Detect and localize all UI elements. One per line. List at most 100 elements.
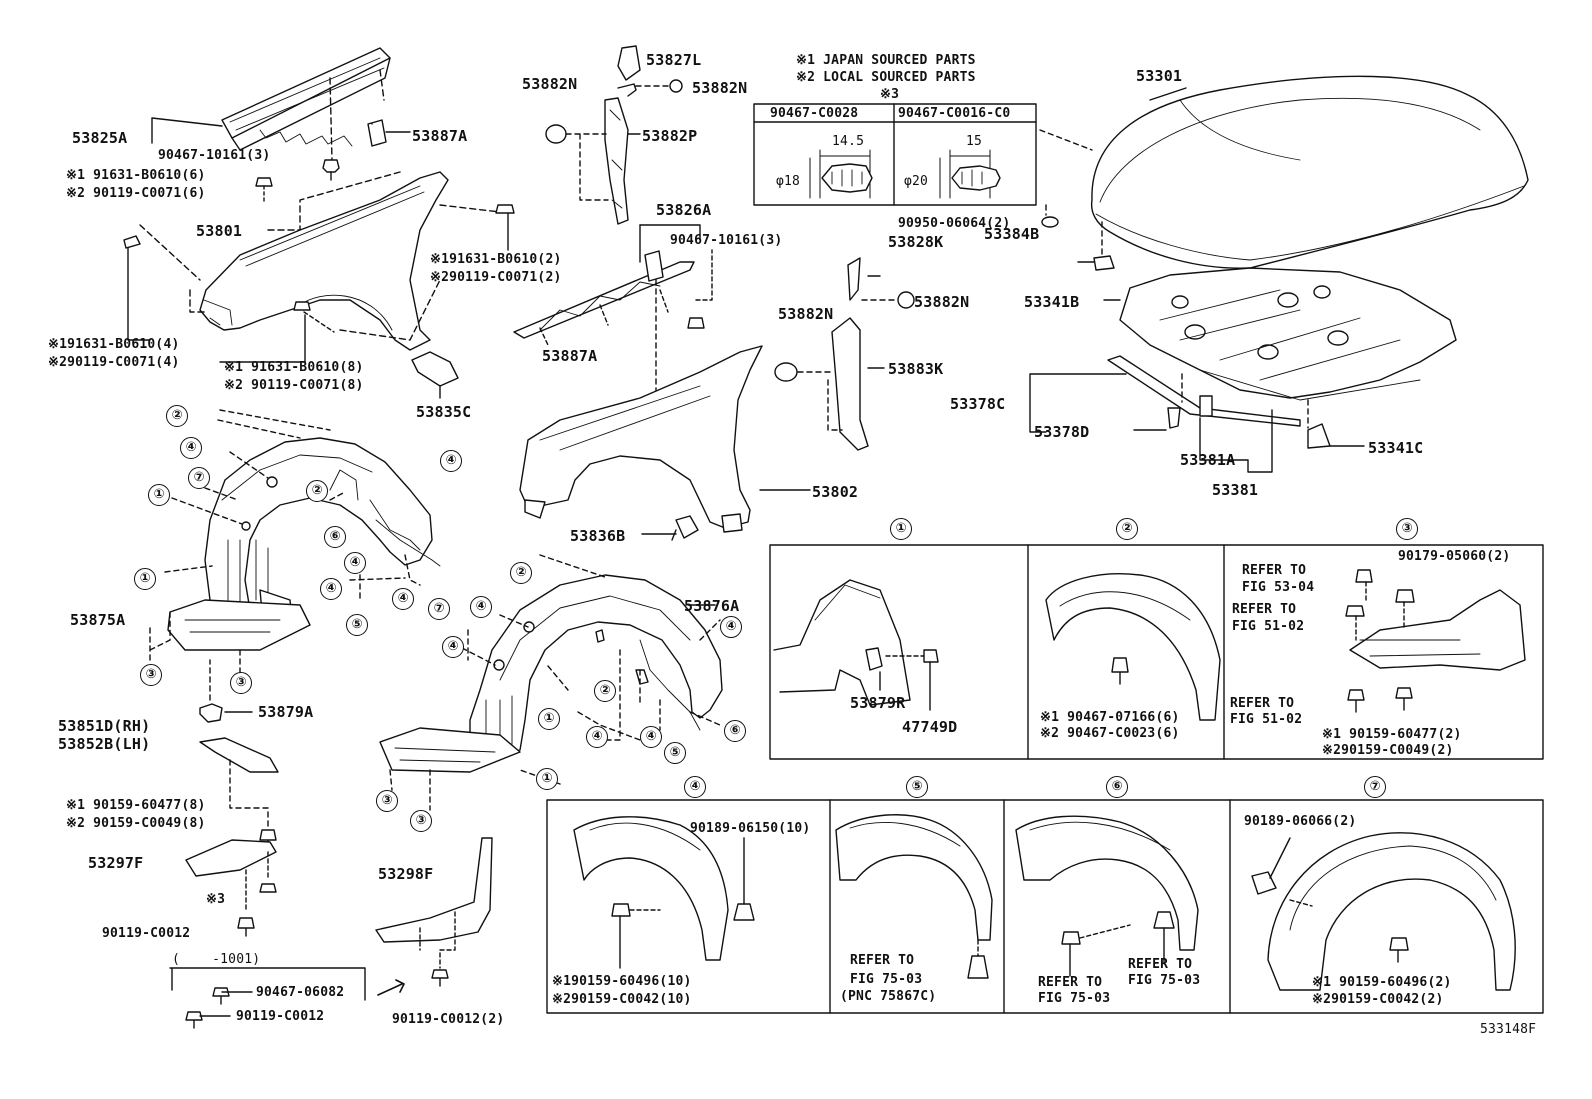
detail-2-90467-07166[interactable]: ※1 90467-07166(6) bbox=[1040, 710, 1180, 725]
callout-7[interactable]: ⑦ bbox=[188, 467, 210, 489]
callout-6[interactable]: ⑥ bbox=[724, 720, 746, 742]
callout-3[interactable]: ③ bbox=[140, 664, 162, 686]
callout-3[interactable]: ③ bbox=[230, 672, 252, 694]
label-90119-c0071-6[interactable]: ※2 90119-C0071(6) bbox=[66, 186, 206, 201]
label-90467-10161-b[interactable]: 90467-10161(3) bbox=[670, 233, 783, 248]
detail-7-90159-60496[interactable]: ※1 90159-60496(2) bbox=[1312, 975, 1452, 990]
callout-2[interactable]: ② bbox=[306, 480, 328, 502]
label-53882n-d[interactable]: 53882N bbox=[914, 293, 970, 311]
callout-4[interactable]: ④ bbox=[470, 596, 492, 618]
callout-1[interactable]: ① bbox=[148, 484, 170, 506]
callout-3[interactable]: ③ bbox=[410, 810, 432, 832]
callout-1[interactable]: ① bbox=[536, 768, 558, 790]
detail-7-90189-06066[interactable]: 90189-06066(2) bbox=[1244, 814, 1357, 829]
label-90159-c0049-8[interactable]: ※2 90159-C0049(8) bbox=[66, 816, 206, 831]
label-53879a[interactable]: 53879A bbox=[258, 703, 314, 721]
label-53851d[interactable]: 53851D(RH) bbox=[58, 717, 151, 735]
label-53341c[interactable]: 53341C bbox=[1368, 439, 1424, 457]
label-53381[interactable]: 53381 bbox=[1212, 481, 1259, 499]
detail-3-refer-1b[interactable]: FIG 53-04 bbox=[1242, 580, 1315, 595]
detail-1-47749d[interactable]: 47749D bbox=[902, 718, 958, 736]
label-53378c[interactable]: 53378C bbox=[950, 395, 1006, 413]
label-90159-60477-8[interactable]: ※1 90159-60477(8) bbox=[66, 798, 206, 813]
label-53882n-a[interactable]: 53882N bbox=[522, 75, 578, 93]
label-53378d[interactable]: 53378D bbox=[1034, 423, 1090, 441]
callout-2[interactable]: ② bbox=[510, 562, 532, 584]
label-53826a[interactable]: 53826A bbox=[656, 201, 712, 219]
callout-1[interactable]: ① bbox=[538, 708, 560, 730]
detail-7-90159-c0042[interactable]: ※290159-C0042(2) bbox=[1312, 992, 1444, 1007]
callout-5[interactable]: ⑤ bbox=[664, 742, 686, 764]
detail-4-90189-06150[interactable]: 90189-06150(10) bbox=[690, 821, 811, 836]
label-53301[interactable]: 53301 bbox=[1136, 67, 1183, 85]
detail-3-90159-60477[interactable]: ※1 90159-60477(2) bbox=[1322, 727, 1462, 742]
label-91631-b0610-6[interactable]: ※1 91631-B0610(6) bbox=[66, 168, 206, 183]
label-53836b[interactable]: 53836B bbox=[570, 527, 626, 545]
detail-2-90467-c0023[interactable]: ※2 90467-C0023(6) bbox=[1040, 726, 1180, 741]
label-53802[interactable]: 53802 bbox=[812, 483, 859, 501]
fender-53801 bbox=[199, 171, 449, 351]
label-53882n-c[interactable]: 53882N bbox=[778, 305, 834, 323]
plug-90950-06064 bbox=[1041, 216, 1059, 228]
detail-3-refer-2b[interactable]: FIG 51-02 bbox=[1232, 619, 1305, 634]
label-53883k[interactable]: 53883K bbox=[888, 360, 944, 378]
label-90467-06082[interactable]: 90467-06082 bbox=[256, 985, 345, 1000]
label-53875a[interactable]: 53875A bbox=[70, 611, 126, 629]
label-53852b[interactable]: 53852B(LH) bbox=[58, 735, 151, 753]
callout-5[interactable]: ⑤ bbox=[346, 614, 368, 636]
label-53384b[interactable]: 53384B bbox=[984, 225, 1040, 243]
callout-2[interactable]: ② bbox=[594, 680, 616, 702]
label-53801[interactable]: 53801 bbox=[196, 222, 243, 240]
callout-6[interactable]: ⑥ bbox=[324, 526, 346, 548]
label-90119-c0071-4[interactable]: ※290119-C0071(4) bbox=[48, 355, 180, 370]
label-53876a[interactable]: 53876A bbox=[684, 597, 740, 615]
label-91631-b0610-8[interactable]: ※1 91631-B0610(8) bbox=[224, 360, 364, 375]
detail-3-refer-3b[interactable]: FIG 51-02 bbox=[1230, 712, 1303, 727]
callout-1[interactable]: ① bbox=[134, 568, 156, 590]
callout-4[interactable]: ④ bbox=[586, 726, 608, 748]
detail-5-fig[interactable]: FIG 75-03 bbox=[850, 972, 923, 987]
callout-4[interactable]: ④ bbox=[344, 552, 366, 574]
detail-3-90179-05060[interactable]: 90179-05060(2) bbox=[1398, 549, 1511, 564]
detail-6-fig-a[interactable]: FIG 75-03 bbox=[1128, 973, 1201, 988]
callout-4[interactable]: ④ bbox=[720, 616, 742, 638]
label-53381a[interactable]: 53381A bbox=[1180, 451, 1236, 469]
callout-4[interactable]: ④ bbox=[640, 726, 662, 748]
cushion-53384b bbox=[1093, 255, 1115, 271]
callout-4[interactable]: ④ bbox=[320, 578, 342, 600]
label-91631-b0610-2[interactable]: ※191631-B0610(2) bbox=[430, 252, 562, 267]
callout-4[interactable]: ④ bbox=[180, 437, 202, 459]
label-53297f[interactable]: 53297F bbox=[88, 854, 144, 872]
label-91631-b0610-4[interactable]: ※191631-B0610(4) bbox=[48, 337, 180, 352]
label-53835c[interactable]: 53835C bbox=[416, 403, 472, 421]
callout-4[interactable]: ④ bbox=[442, 636, 464, 658]
label-90119-c0071-2[interactable]: ※290119-C0071(2) bbox=[430, 270, 562, 285]
label-90119-c0071-8[interactable]: ※2 90119-C0071(8) bbox=[224, 378, 364, 393]
clip-table-col1: 90467-C0028 bbox=[770, 106, 859, 121]
label-53882p[interactable]: 53882P bbox=[642, 127, 698, 145]
callout-4[interactable]: ④ bbox=[440, 450, 462, 472]
label-90950-06064[interactable]: 90950-06064(2) bbox=[898, 216, 1011, 231]
label-90467-10161[interactable]: 90467-10161(3) bbox=[158, 148, 271, 163]
detail-3-90159-c0049[interactable]: ※290159-C0049(2) bbox=[1322, 743, 1454, 758]
label-53298f[interactable]: 53298F bbox=[378, 865, 434, 883]
label-53887a-b[interactable]: 53887A bbox=[542, 347, 598, 365]
label-53882n-b[interactable]: 53882N bbox=[692, 79, 748, 97]
label-53341b[interactable]: 53341B bbox=[1024, 293, 1080, 311]
label-53825a[interactable]: 53825A bbox=[72, 129, 128, 147]
detail-4-90159-60496[interactable]: ※190159-60496(10) bbox=[552, 974, 692, 989]
label-90119-c0012-a[interactable]: 90119-C0012 bbox=[102, 926, 191, 941]
detail-4-90159-c0042[interactable]: ※290159-C0042(10) bbox=[552, 992, 692, 1007]
callout-2[interactable]: ② bbox=[166, 405, 188, 427]
detail-6-refer-b: REFER TO bbox=[1038, 975, 1103, 990]
label-90119-c0012-2[interactable]: 90119-C0012(2) bbox=[392, 1012, 505, 1027]
callout-4[interactable]: ④ bbox=[392, 588, 414, 610]
detail-1-53879r[interactable]: 53879R bbox=[850, 694, 906, 712]
detail-6-fig-b[interactable]: FIG 75-03 bbox=[1038, 991, 1111, 1006]
label-53828k[interactable]: 53828K bbox=[888, 233, 944, 251]
label-53827l[interactable]: 53827L bbox=[646, 51, 702, 69]
label-53887a[interactable]: 53887A bbox=[412, 127, 468, 145]
label-90119-c0012-b[interactable]: 90119-C0012 bbox=[236, 1009, 325, 1024]
callout-3[interactable]: ③ bbox=[376, 790, 398, 812]
callout-7[interactable]: ⑦ bbox=[428, 598, 450, 620]
